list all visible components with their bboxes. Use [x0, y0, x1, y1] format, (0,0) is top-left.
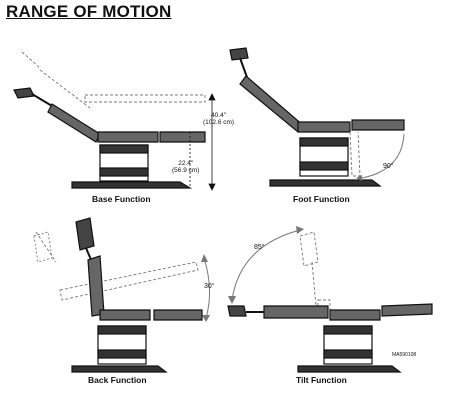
- figure-code: MA590108: [392, 352, 417, 358]
- base-min-height-label: 22.4" (56.9 cm): [172, 160, 200, 174]
- base-function-caption: Base Function: [92, 194, 151, 204]
- back-function-caption: Back Function: [88, 375, 147, 385]
- page-title: RANGE OF MOTION: [6, 2, 172, 21]
- foot-function-caption: Foot Function: [293, 194, 350, 204]
- back-angle-label: 30°: [204, 283, 215, 290]
- tilt-function-caption: Tilt Function: [296, 375, 347, 385]
- base-max-height-label: 40.4" (102.6 cm): [203, 112, 235, 126]
- foot-angle-label: 90°: [383, 163, 394, 170]
- tilt-angle-label: 85°: [254, 244, 265, 251]
